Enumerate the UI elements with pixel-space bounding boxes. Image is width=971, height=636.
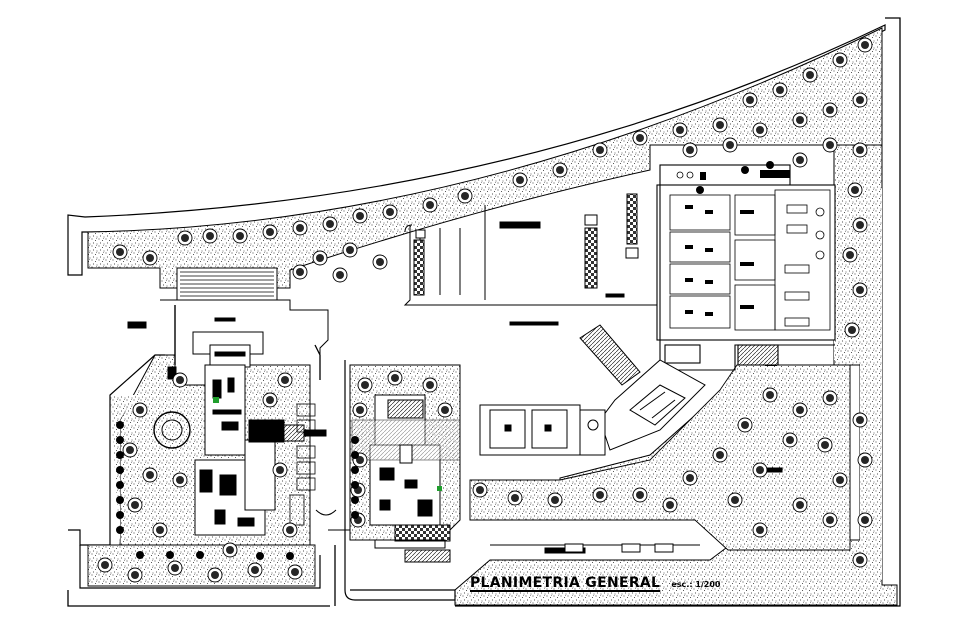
- central-building: [351, 394, 461, 563]
- north-garden-band: [67, 24, 886, 289]
- parking-courtyard: [403, 193, 660, 386]
- drawing-scale: esc.: 1/200: [671, 580, 721, 589]
- south-road: [490, 467, 783, 554]
- main-building-northeast: [656, 164, 836, 371]
- drawing-title-block: PLANIMETRIA GENERAL esc.: 1/200: [470, 572, 721, 594]
- west-building: [153, 364, 350, 536]
- drawing-title: PLANIMETRIA GENERAL: [470, 575, 661, 591]
- diagonal-wing: [479, 359, 706, 456]
- east-garden: [454, 144, 898, 606]
- north-stair-block: [127, 267, 329, 380]
